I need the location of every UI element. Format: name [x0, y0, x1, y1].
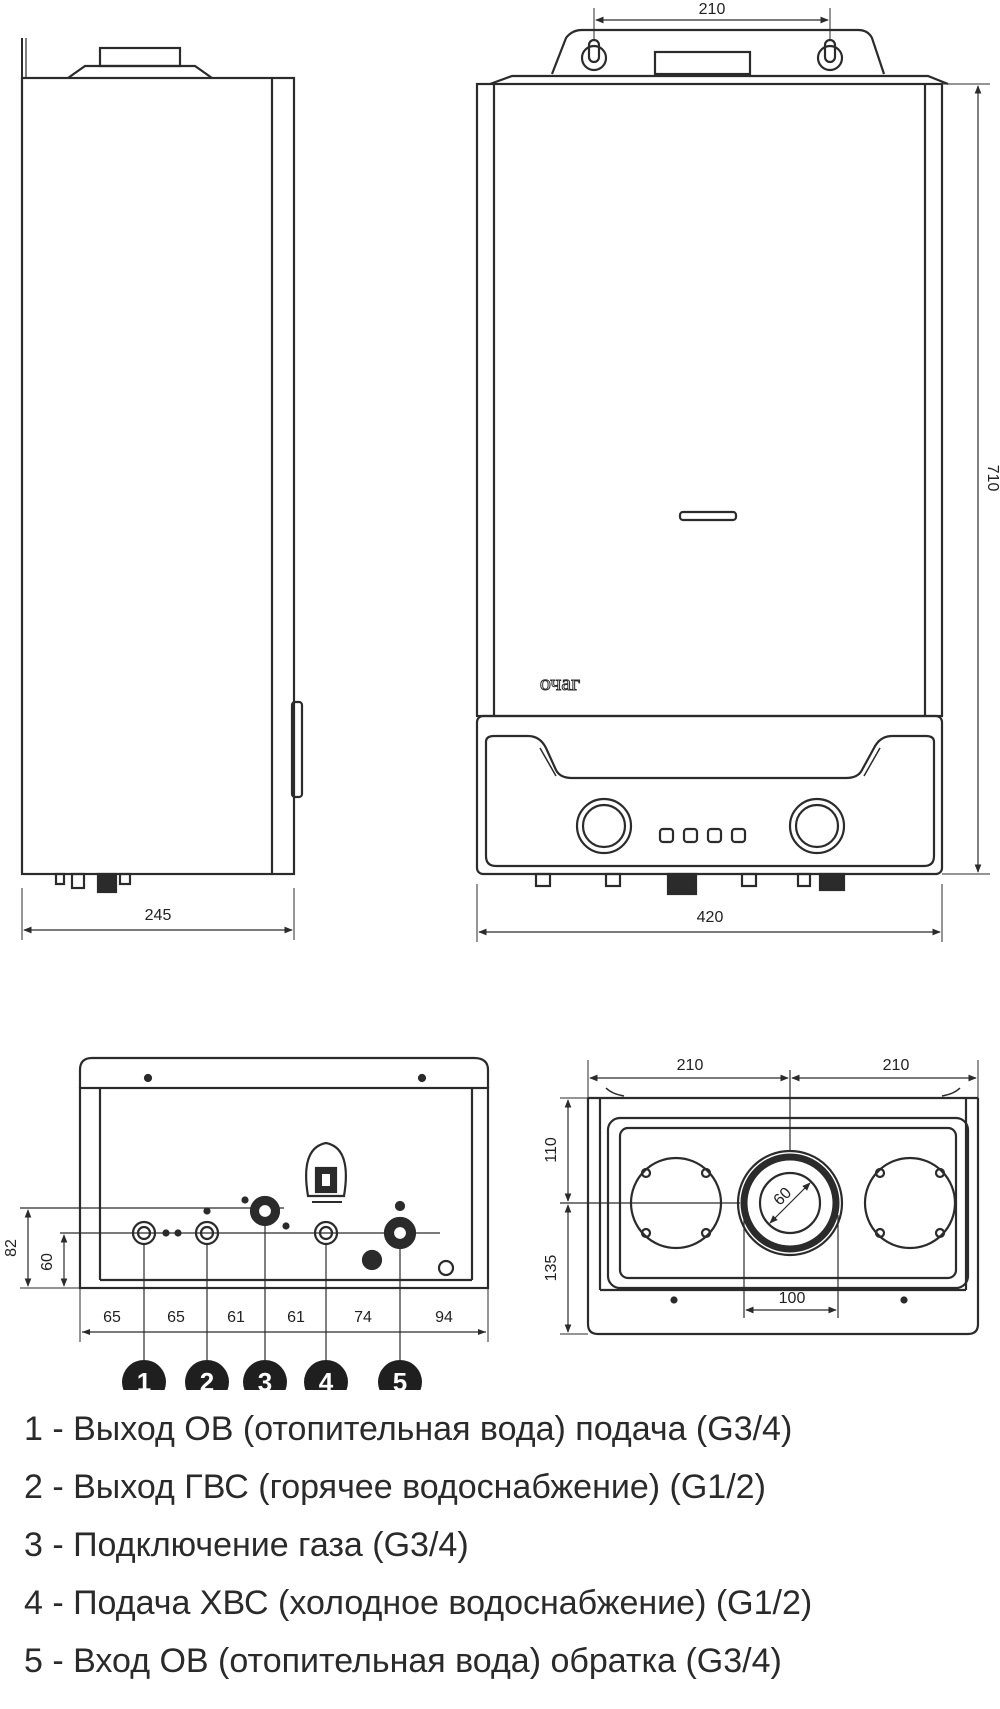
bracket-spacing-label: 210 — [699, 1, 726, 18]
legend-item-3: 3 - Подключение газа (G3/4) — [24, 1526, 469, 1564]
panel-button-4 — [730, 827, 747, 844]
gas-valve — [305, 1141, 347, 1203]
bottom-dim-4: 61 — [287, 1309, 305, 1326]
connection-badges: 1 2 3 4 5 — [122, 1360, 422, 1390]
bottom-dim-3: 61 — [227, 1309, 245, 1326]
flue-diameter-label: 60 — [771, 1184, 796, 1209]
air-intake-right — [863, 1156, 957, 1250]
safety-valve — [437, 1259, 455, 1277]
front-view-body — [475, 82, 944, 718]
side-view-side-knob — [290, 700, 304, 799]
mount-hole-right — [816, 38, 844, 72]
connection-badge-5-number: 5 — [393, 1367, 407, 1390]
flue-outlet — [736, 1149, 844, 1257]
connections-legend: 1 - Выход ОВ (отопительная вода) подача … — [24, 1400, 984, 1690]
front-slot — [678, 510, 738, 522]
legend-item-1: 1 - Выход ОВ (отопительная вода) подача … — [24, 1410, 793, 1448]
connection-badge-5: 5 — [378, 1360, 422, 1390]
connection-badge-3-number: 3 — [258, 1367, 272, 1390]
height-label: 710 — [984, 465, 1000, 492]
front-width-label: 420 — [697, 909, 724, 926]
knob-left — [575, 797, 633, 855]
flue-offset-label: 100 — [779, 1290, 806, 1307]
top-right-label: 210 — [883, 1057, 910, 1074]
control-panel — [475, 714, 944, 876]
panel-button-2 — [682, 827, 699, 844]
side-width-label: 245 — [145, 907, 172, 924]
height-82-label: 82 — [3, 1239, 20, 1257]
mount-hole-left — [580, 38, 608, 72]
side-view-top-collar — [67, 64, 213, 79]
connection-badge-2-number: 2 — [200, 1367, 214, 1390]
connection-2-symbol — [194, 1207, 220, 1246]
bottom-dim-6: 94 — [435, 1309, 453, 1326]
top-view — [560, 1060, 980, 1336]
bottom-view — [20, 1056, 490, 1360]
connection-badge-2: 2 — [185, 1360, 229, 1390]
legend-item-5: 5 - Вход ОВ (отопительная вода) обратка … — [24, 1642, 782, 1680]
legend-item-4: 4 - Подача ХВС (холодное водоснабжение) … — [24, 1584, 813, 1622]
bottom-dim-1: 65 — [103, 1309, 121, 1326]
legend-item-2: 2 - Выход ГВС (горячее водоснабжение) (G… — [24, 1468, 766, 1506]
top-depth-front-label: 110 — [543, 1137, 560, 1163]
technical-drawing: 2 4 5 — [3, 1, 1000, 1390]
connection-5-symbol — [383, 1200, 417, 1250]
panel-button-3 — [706, 827, 723, 844]
bottom-dim-2: 65 — [167, 1309, 185, 1326]
side-view-body — [20, 76, 296, 876]
connection-badge-4: 4 — [304, 1360, 348, 1390]
bottom-dimension-labels: 65 65 61 61 74 94 82 60 — [3, 1239, 453, 1326]
top-depth-rear-label: 135 — [543, 1255, 560, 1282]
wall-bracket — [550, 28, 886, 75]
connection-1-symbol — [131, 1220, 182, 1246]
front-view — [475, 8, 990, 942]
bottom-dim-5: 74 — [354, 1309, 372, 1326]
panel-button-1 — [658, 827, 675, 844]
connection-3-symbol — [241, 1195, 290, 1230]
top-left-label: 210 — [677, 1057, 704, 1074]
side-view — [20, 38, 304, 940]
connection-badge-3: 3 — [243, 1360, 287, 1390]
knob-right — [788, 797, 846, 855]
drain-fitting — [361, 1249, 383, 1271]
connection-badge-4-number: 4 — [319, 1367, 334, 1390]
connection-badge-1-number: 1 — [137, 1367, 151, 1390]
height-60-label: 60 — [39, 1253, 56, 1271]
connection-badge-1: 1 — [122, 1360, 166, 1390]
brand-logo: очаг — [540, 670, 580, 695]
